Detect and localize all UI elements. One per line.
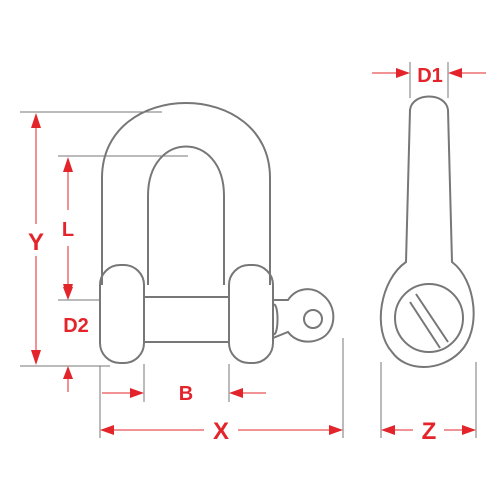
right-collar bbox=[228, 264, 274, 364]
pin-eye bbox=[272, 288, 335, 343]
side-pin-slot bbox=[409, 293, 449, 349]
dimension-z: Z bbox=[381, 418, 476, 445]
dimension-b: B bbox=[102, 383, 266, 405]
label-y: Y bbox=[28, 229, 44, 256]
dimension-y: Y bbox=[28, 113, 44, 365]
pin-eye-hole bbox=[303, 309, 323, 329]
label-b: B bbox=[179, 383, 193, 405]
dimension-x: X bbox=[100, 418, 343, 445]
shackle-side-view bbox=[379, 95, 475, 368]
dimension-d1: D1 bbox=[372, 65, 486, 87]
label-d2: D2 bbox=[63, 315, 89, 337]
bow-inner bbox=[147, 145, 225, 285]
shackle-front-view bbox=[99, 102, 335, 364]
label-d1: D1 bbox=[417, 65, 443, 87]
label-l: L bbox=[62, 219, 74, 241]
side-body bbox=[379, 95, 475, 368]
label-z: Z bbox=[422, 418, 437, 445]
pin-shoulder bbox=[272, 303, 279, 336]
label-x: X bbox=[213, 418, 229, 445]
dimension-d2: D2 bbox=[63, 274, 89, 392]
extension-lines bbox=[20, 62, 477, 438]
bow-outer bbox=[101, 102, 271, 285]
side-pin-hole bbox=[394, 283, 464, 353]
left-collar bbox=[99, 264, 145, 364]
